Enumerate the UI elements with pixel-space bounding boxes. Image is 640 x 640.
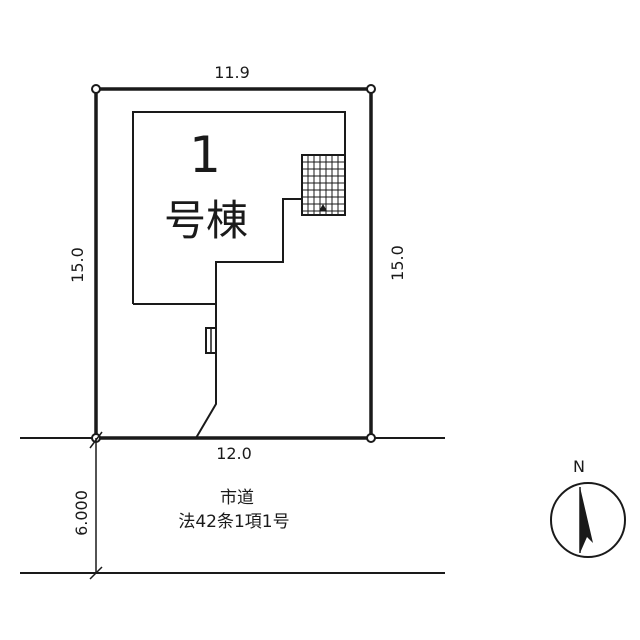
- corner-marker: [366, 433, 376, 443]
- dimension-bottom: 12.0: [216, 444, 252, 463]
- dimension-top: 11.9: [214, 63, 250, 82]
- corner-marker: [91, 84, 101, 94]
- dimension-right: 15.0: [388, 245, 407, 281]
- stair-grid: [301, 154, 346, 216]
- corner-marker: [366, 84, 376, 94]
- lot-boundary: [94, 87, 373, 440]
- compass-north-label: N: [573, 457, 585, 476]
- building-footprint: [132, 111, 346, 304]
- building-number: 1: [189, 126, 221, 184]
- dimension-road-width: 6.000: [72, 490, 91, 536]
- road-name: 市道: [220, 488, 254, 508]
- road-width-dimension-line: [89, 431, 103, 580]
- dimension-left: 15.0: [68, 247, 87, 283]
- building-label: 号棟: [164, 196, 248, 245]
- entrance-symbol: [205, 327, 217, 354]
- driveway-line: [195, 304, 217, 439]
- road-designation: 法42条1項1号: [178, 512, 289, 532]
- building-footprint-lower: [133, 198, 302, 305]
- stair-arrow-icon: [319, 204, 327, 211]
- north-compass-icon: [550, 482, 626, 558]
